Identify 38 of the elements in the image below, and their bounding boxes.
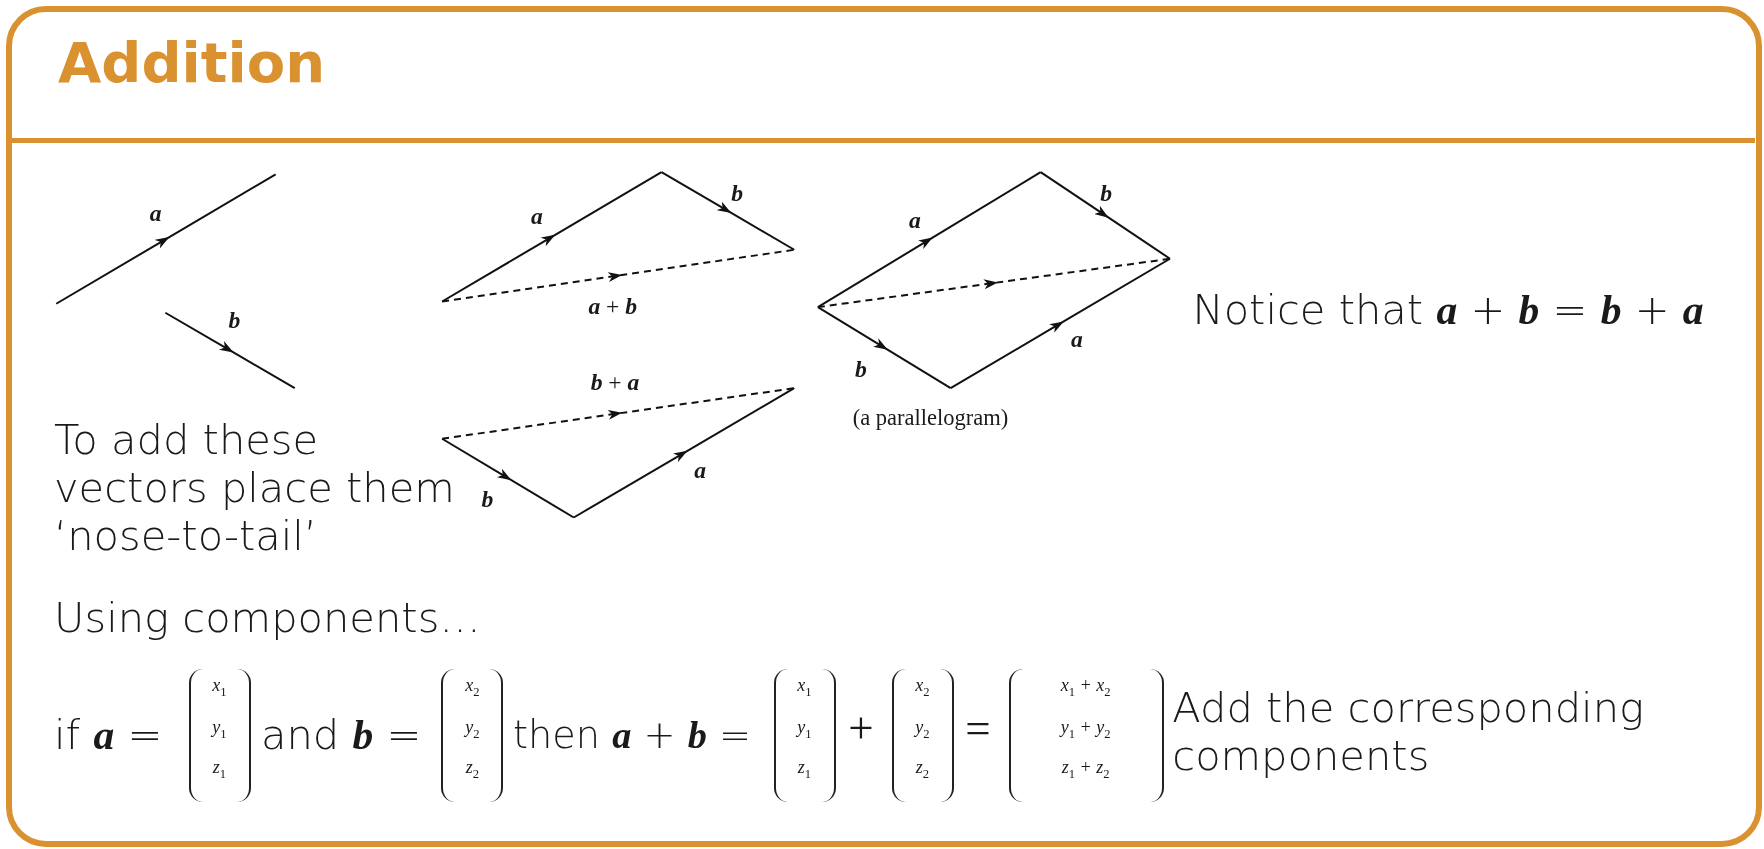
matrix-entry: x$_{2}$ [914, 675, 931, 700]
note-text: To add these vectors place them ‘nose-to-tail’ [54, 416, 456, 560]
matrix-entry: z$_{2}$ [464, 757, 481, 782]
matrix-entry: y$_{1}$ + y$_{2}$ [1058, 716, 1112, 741]
matrix-entry: y$_{1}$ [210, 716, 228, 741]
equation-text: if a = [54, 711, 163, 760]
matrix-entry: z$_{2}$ [914, 757, 931, 782]
vector-label: a [694, 456, 706, 484]
vector-label: b [855, 355, 867, 383]
caption: (a parallelogram) [852, 405, 1009, 431]
matrix-entry: y$_{1}$ [795, 716, 813, 741]
vector-label: a [909, 207, 921, 235]
vector-label: b [481, 486, 494, 514]
vector-label: a [531, 202, 543, 230]
equals-sign: = [965, 703, 991, 755]
plus-sign: + [848, 703, 874, 755]
matrix-entry: x$_{1}$ + x$_{2}$ [1059, 675, 1112, 700]
note-text: Add the corresponding components [1172, 684, 1645, 780]
vector-label: a [149, 200, 162, 228]
matrix-entry: y$_{2}$ [463, 716, 481, 741]
heading-text: Using components… [54, 594, 481, 642]
matrix-entry: z$_{1}$ [211, 757, 228, 782]
matrix-entry: y$_{2}$ [913, 716, 931, 741]
matrix-entry: x$_{1}$ [211, 675, 228, 700]
matrix-entry: z$_{1}$ [796, 757, 813, 782]
vector-sum-label: a + b [588, 292, 638, 320]
matrix-entry: x$_{1}$ [796, 675, 813, 700]
note-text: Notice that a + b = b + a [1192, 285, 1704, 335]
equation-text: then a + b = [513, 713, 752, 759]
vector-label: b [1100, 180, 1113, 208]
vector-label: a [1071, 326, 1083, 354]
vector-label: b [228, 307, 241, 335]
equation-text: and b = [261, 711, 422, 760]
vector-sum-label: b + a [590, 369, 640, 397]
matrix-entry: x$_{2}$ [464, 675, 481, 700]
matrix-entry: z$_{1}$ + z$_{2}$ [1060, 757, 1111, 782]
title: Addition [58, 30, 325, 95]
vector-label: b [731, 180, 744, 208]
